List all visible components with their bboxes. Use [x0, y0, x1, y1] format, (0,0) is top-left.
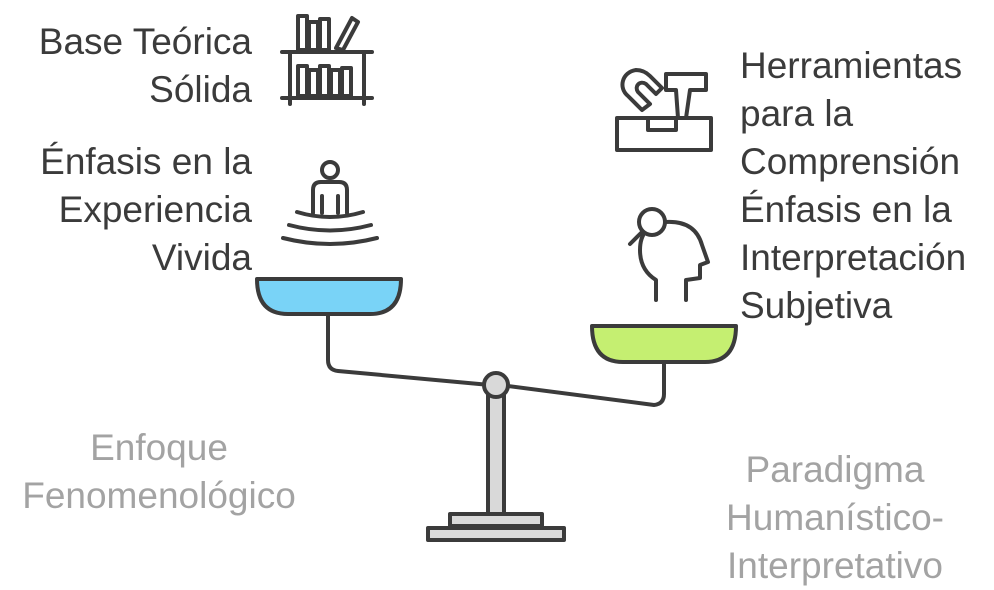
head-magnifier-icon: [628, 207, 710, 302]
meditation-icon: [281, 160, 379, 246]
bookshelf-icon: [280, 14, 374, 106]
label-herramientas: Herramientas para la Comprensión: [740, 45, 963, 182]
label-enfasis-interpretacion: Énfasis en la Interpretación Subjetiva: [740, 189, 967, 326]
label-enfasis-experiencia: Énfasis en la Experiencia Vivida: [40, 141, 252, 278]
footer-paradigma-humanistico: Paradigma Humanístico- Interpretativo: [726, 449, 944, 586]
toolbox-icon: [615, 68, 713, 152]
footer-enfoque-fenomenologico: Enfoque Fenomenológico: [22, 427, 296, 516]
label-base-teorica: Base Teórica Sólida: [38, 21, 252, 110]
